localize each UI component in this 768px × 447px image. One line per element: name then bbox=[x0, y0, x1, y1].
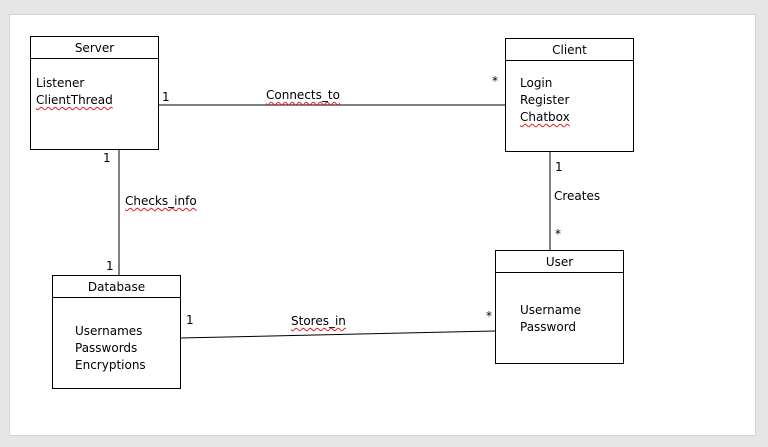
creates-label: Creates bbox=[554, 189, 601, 203]
class-server-attr: ClientThread bbox=[36, 93, 113, 107]
class-client: Client Login Register Chatbox bbox=[505, 38, 634, 152]
class-client-attr: Chatbox bbox=[520, 110, 570, 124]
connects-to-client-multiplicity: * bbox=[492, 74, 498, 88]
stores-in-user-multiplicity: * bbox=[486, 309, 492, 323]
checks-info-server-multiplicity: 1 bbox=[103, 151, 111, 165]
class-client-attr: Register bbox=[520, 93, 570, 107]
class-user: User Username Password bbox=[495, 250, 624, 364]
class-client-attr: Login bbox=[520, 76, 553, 90]
class-database-name: Database bbox=[53, 276, 180, 298]
class-user-name: User bbox=[496, 251, 623, 273]
stores-in-line bbox=[179, 330, 496, 339]
class-user-attr: Username bbox=[520, 303, 582, 317]
class-database-attr: Encryptions bbox=[75, 358, 146, 372]
class-client-name: Client bbox=[506, 39, 633, 61]
stores-in-label: Stores_in bbox=[291, 314, 346, 328]
class-server: Server Listener ClientThread bbox=[30, 36, 159, 150]
class-server-attributes: Listener ClientThread bbox=[36, 75, 113, 109]
checks-info-label: Checks_info bbox=[125, 194, 197, 208]
class-user-attributes: Username Password bbox=[520, 302, 581, 336]
class-client-attributes: Login Register Chatbox bbox=[520, 75, 570, 126]
class-server-name: Server bbox=[31, 37, 158, 59]
connects-to-server-multiplicity: 1 bbox=[162, 90, 170, 104]
class-database-attributes: Usernames Passwords Encryptions bbox=[75, 323, 146, 374]
creates-user-multiplicity: * bbox=[555, 227, 561, 241]
stores-in-database-multiplicity: 1 bbox=[186, 313, 194, 327]
class-database-attr: Passwords bbox=[75, 341, 138, 355]
connects-to-label: Connects_to bbox=[266, 88, 340, 102]
class-user-attr: Password bbox=[520, 320, 577, 334]
creates-client-multiplicity: 1 bbox=[555, 160, 563, 174]
class-server-attr: Listener bbox=[36, 76, 85, 90]
class-database: Database Usernames Passwords Encryptions bbox=[52, 275, 181, 389]
class-database-attr: Usernames bbox=[75, 324, 143, 338]
checks-info-database-multiplicity: 1 bbox=[106, 259, 114, 273]
